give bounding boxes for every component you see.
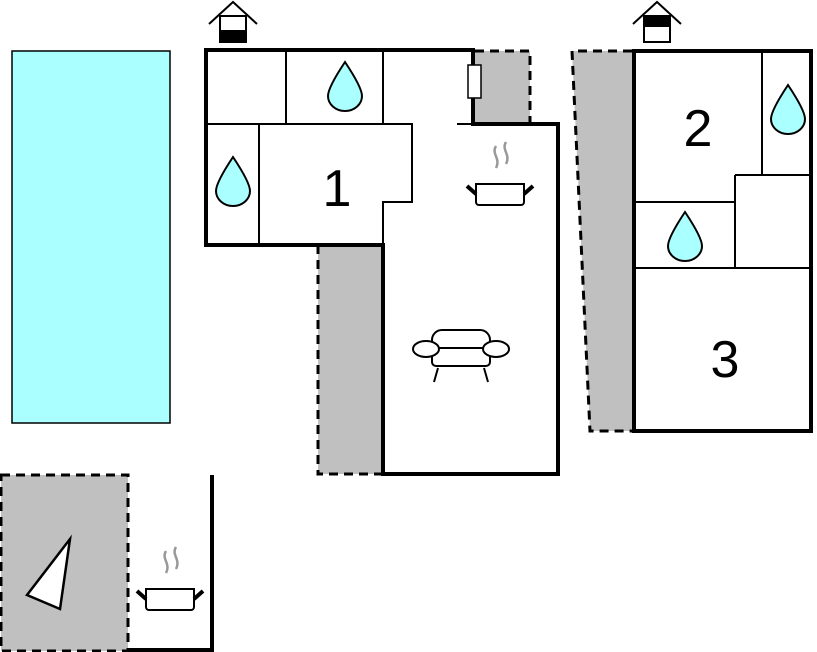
swimming-pool — [11, 50, 171, 424]
room-label-3: 3 — [711, 331, 740, 389]
water-drop-icon — [327, 61, 363, 112]
water-drop-icon — [770, 84, 806, 135]
house-entrance-icon — [208, 1, 258, 43]
cooking-pot-icon — [135, 545, 205, 612]
house-entrance-icon — [632, 1, 682, 43]
annex-building — [632, 49, 813, 433]
water-drop-icon — [667, 211, 703, 262]
main-building — [204, 48, 560, 476]
sofa-icon — [412, 329, 510, 383]
room-label-1: 1 — [323, 160, 352, 218]
window — [467, 64, 482, 99]
cooking-pot-icon — [465, 140, 535, 207]
compass-north-icon — [25, 534, 72, 611]
terrace-areas — [0, 49, 632, 652]
outdoor-kitchen-wall — [128, 475, 214, 652]
room-label-2: 2 — [684, 100, 713, 158]
water-drop-icon — [215, 156, 251, 207]
